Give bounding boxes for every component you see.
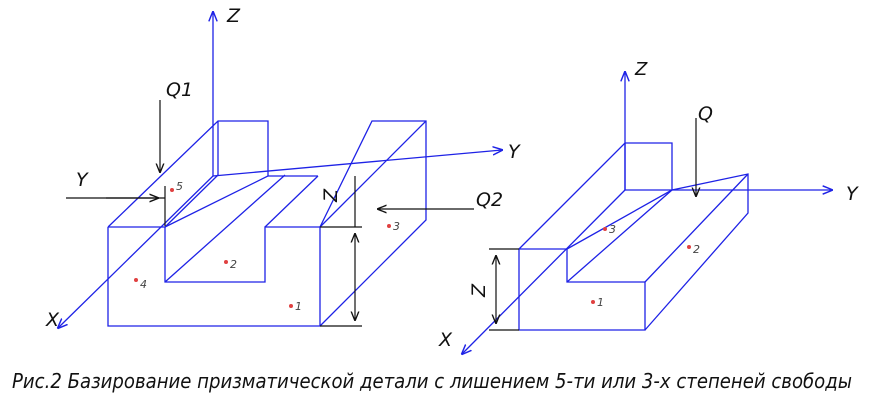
- right-point-1-label: 1: [597, 296, 604, 309]
- left-point-1-marker: [289, 304, 293, 308]
- right-point-2-label: 2: [693, 243, 700, 256]
- left-x-axis: [58, 175, 214, 328]
- left-point-1-label: 1: [295, 300, 302, 313]
- right-z-axis-label: Z: [634, 59, 648, 80]
- left-y-axis-label: Y: [508, 141, 521, 163]
- right-point-3-marker: [603, 227, 607, 231]
- left-point-4-marker: [134, 278, 138, 282]
- left-point-3-marker: [387, 224, 391, 228]
- figure-caption: Рис.2 Базирование призматической детали …: [12, 369, 852, 393]
- right-support-points: 1 2 3: [591, 223, 700, 309]
- left-point-5-marker: [170, 188, 174, 192]
- left-y-dimension: Y: [66, 169, 166, 226]
- left-point-3-label: 3: [393, 220, 400, 233]
- left-y-dimension-label: Y: [76, 169, 89, 191]
- left-z-dimension: Z: [320, 176, 362, 327]
- left-y-axis: [212, 150, 502, 177]
- left-z-dimension-label: Z: [320, 188, 342, 203]
- right-point-2-marker: [687, 245, 691, 249]
- left-point-4-label: 4: [140, 278, 147, 291]
- right-view: Z Y X Q Z 1 2 3: [438, 59, 859, 354]
- left-point-5-label: 5: [176, 180, 183, 193]
- left-point-2-label: 2: [230, 258, 237, 271]
- left-support-points: 1 2 3 4 5: [134, 180, 400, 313]
- left-z-axis-label: Z: [226, 5, 241, 27]
- right-x-axis: [462, 189, 626, 354]
- right-x-axis-label: X: [438, 329, 453, 351]
- right-z-dimension-label: Z: [468, 283, 490, 298]
- left-point-2-marker: [224, 260, 228, 264]
- left-q2-label: Q2: [476, 189, 503, 211]
- right-part-outline: [518, 142, 749, 331]
- left-x-axis-label: X: [45, 309, 60, 331]
- right-q-label: Q: [698, 103, 713, 125]
- right-point-1-marker: [591, 300, 595, 304]
- right-point-3-label: 3: [609, 223, 616, 236]
- right-z-dimension: Z: [468, 248, 519, 331]
- left-q1-label: Q1: [166, 79, 193, 101]
- left-part-outline: [107, 120, 427, 327]
- right-y-axis-label: Y: [846, 183, 859, 205]
- left-view: Z Y X Q1 Q2 Y Z 1 2: [45, 5, 521, 331]
